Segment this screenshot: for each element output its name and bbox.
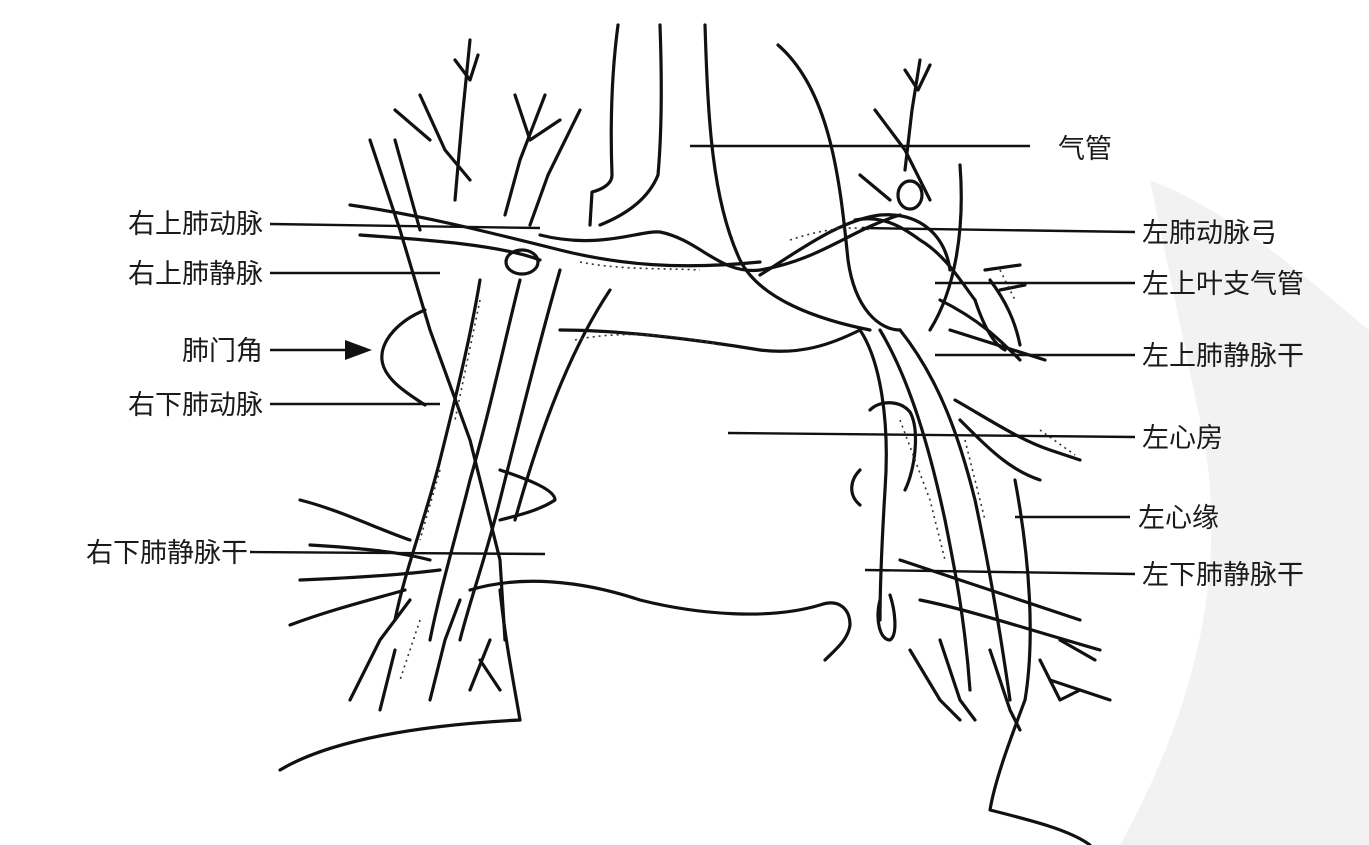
label-hilar-angle: 肺门角 [182,336,263,367]
label-left-lower-pulmonary-vein-trunk: 左下肺静脉干 [1142,560,1304,591]
left-atrium-lower-border [470,581,850,660]
label-trachea: 气管 [1058,134,1112,165]
label-left-heart-border: 左心缘 [1138,503,1219,534]
leader-right-lower-pulmonary-vein-trunk [250,552,545,554]
label-right-lower-pulmonary-vein-trunk: 右下肺静脉干 [86,538,248,569]
trachea-outline [590,25,900,330]
label-left-upper-pulmonary-vein-trunk: 左上肺静脉干 [1142,341,1304,372]
leader-left-atrium [728,433,1135,437]
right-heart-border [500,590,520,720]
hilar-angle-arrowhead [345,340,372,360]
leader-left-lower-pulmonary-vein-trunk [865,570,1135,574]
label-left-upper-lobe-bronchus: 左上叶支气管 [1142,269,1304,300]
label-left-pulmonary-artery-arch: 左肺动脉弓 [1142,218,1277,249]
diaphragm-right [280,720,520,770]
label-right-upper-pulmonary-vein: 右上肺静脉 [128,259,263,290]
labels: 气管 右上肺动脉 右上肺静脉 肺门角 右下肺动脉 右下肺静脉干 左肺动脉弓 左上… [86,134,1304,591]
label-right-upper-pulmonary-artery: 右上肺动脉 [128,209,263,240]
label-right-lower-pulmonary-artery: 右下肺动脉 [128,390,263,421]
left-hilum-vessels [760,60,1110,845]
label-left-atrium: 左心房 [1142,423,1223,454]
leader-right-upper-pulmonary-artery [270,224,540,228]
